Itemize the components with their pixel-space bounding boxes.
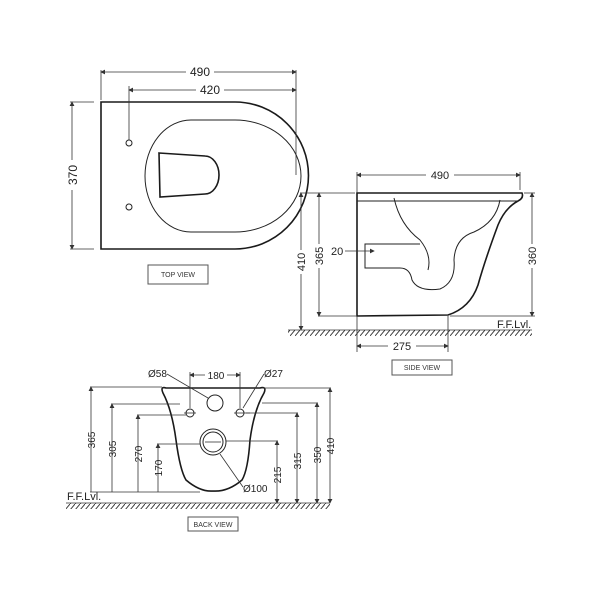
side-view-outline <box>356 192 524 317</box>
dim-dia-27: Ø27 <box>264 369 283 380</box>
dim-dia-100: Ø100 <box>243 484 268 495</box>
side-view: F.F.Lvl. 275 490 410 365 20 360 SIDE <box>288 168 539 376</box>
dim-dia-58: Ø58 <box>148 369 167 380</box>
dim-270: 270 <box>134 445 145 462</box>
side-view-label: SIDE VIEW <box>404 365 441 372</box>
dim-365-back: 365 <box>87 431 98 448</box>
top-view-bowl <box>158 152 220 198</box>
dim-20: 20 <box>331 246 343 258</box>
dim-490-side: 490 <box>431 170 449 182</box>
dim-275: 275 <box>393 341 411 353</box>
dim-170: 170 <box>154 459 165 476</box>
dim-305: 305 <box>108 440 119 457</box>
dim-360: 360 <box>527 247 539 265</box>
top-view-outline <box>100 101 310 250</box>
floor-level-label: F.F.Lvl. <box>67 491 101 503</box>
dim-370: 370 <box>66 165 80 185</box>
dim-215: 215 <box>273 466 284 483</box>
dim-410-back: 410 <box>326 437 337 454</box>
back-view-outline <box>161 386 266 492</box>
dim-315: 315 <box>293 452 304 469</box>
outlet-100-icon <box>199 428 227 456</box>
back-view: F.F.Lvl. 180 Ø58 Ø27 Ø100 365 305 270 17… <box>66 369 337 532</box>
bolt-icon <box>125 203 133 211</box>
floor-level-label: F.F.Lvl. <box>497 319 531 331</box>
bolt-icon <box>125 139 133 147</box>
dim-180: 180 <box>208 371 225 382</box>
hole-58-icon <box>206 394 224 412</box>
top-view-seat <box>144 119 302 233</box>
dim-350: 350 <box>313 446 324 463</box>
back-view-label: BACK VIEW <box>194 522 233 529</box>
dim-410-side: 410 <box>296 253 308 271</box>
dim-490: 490 <box>190 65 210 79</box>
dim-420: 420 <box>200 83 220 97</box>
top-view-label: TOP VIEW <box>161 272 195 279</box>
dim-365-side: 365 <box>314 247 326 265</box>
top-view: 490 420 370 TOP VIEW <box>64 64 310 285</box>
